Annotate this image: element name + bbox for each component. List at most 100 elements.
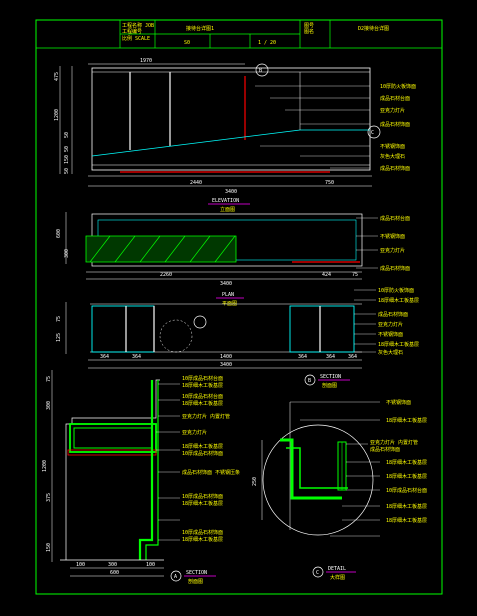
- detail-c-callout-3: 亚克力灯片 内置灯管: [370, 439, 418, 446]
- section-b-dim-1: 364: [100, 354, 109, 360]
- section-b-dim-2: 364: [132, 354, 141, 360]
- sheet-border: [35, 19, 443, 595]
- plan-drawing: [65, 212, 378, 280]
- section-a-callout-6: 亚克力灯片: [182, 429, 207, 436]
- elevation-left-dim-2: 1200: [54, 109, 60, 121]
- drawing-name: D2接待台详图: [358, 25, 389, 32]
- plan-callout-1: 成品石材台面: [380, 215, 410, 222]
- elevation-left-dim-3: 50: [64, 132, 70, 138]
- plan-left-dim-1: 600: [56, 229, 62, 238]
- section-a-callout-12: 10厚成品石材饰面: [182, 529, 223, 536]
- section-a-subtitle: 剖面图: [188, 578, 203, 585]
- section-a-callout-11: 18厚细木工板基层: [182, 500, 223, 507]
- plan-callout-3: 亚克力灯片: [380, 247, 405, 254]
- title-block: [36, 20, 442, 49]
- section-b-callout-7: 灰色大理石: [378, 349, 403, 356]
- elevation-drawing: [59, 63, 381, 187]
- section-b-callout-6: 18厚细木工板基层: [378, 341, 419, 348]
- elevation-callout-2: 成品石材台面: [380, 95, 410, 102]
- elevation-dim-750: 750: [325, 180, 334, 186]
- elevation-top-dim: 1970: [140, 58, 152, 64]
- plan-title: PLAN: [222, 292, 234, 298]
- drawing-sub-label: 图名: [304, 28, 314, 35]
- section-a-left-dim-4: 375: [46, 493, 52, 502]
- section-a-left-dim-5: 150: [46, 543, 52, 552]
- section-b-callout-4: 亚克力灯片: [378, 321, 403, 328]
- elevation-callout-6: 灰色大理石: [380, 153, 405, 160]
- section-b-title: SECTION: [320, 374, 341, 380]
- elevation-dim-2440: 2440: [190, 180, 202, 186]
- elevation-marker-b: B: [259, 68, 262, 74]
- detail-c-callout-2: 18厚细木工板基层: [386, 417, 427, 424]
- section-a-left-dim-1: 75: [46, 376, 52, 382]
- section-a-left-dim-3: 1200: [42, 460, 48, 472]
- section-b-callout-1: 10厚防火板饰面: [378, 287, 414, 294]
- section-b-total-dim: 3400: [220, 362, 232, 368]
- section-b-dim-3: 1400: [220, 354, 232, 360]
- section-a-left-dim-2: 300: [46, 401, 52, 410]
- detail-c-subtitle: 大样图: [330, 574, 345, 581]
- section-b-left-dim-1: 75: [56, 316, 62, 322]
- plan-total-dim: 3400: [220, 281, 232, 287]
- section-b-marker-circle: [304, 374, 316, 386]
- elevation-callout-1: 10厚防火板饰面: [380, 83, 416, 90]
- elevation-left-dim-4: 50: [64, 146, 70, 152]
- detail-c-callout-5: 18厚细木工板基层: [386, 459, 427, 466]
- detail-c-callout-9: 18厚细木工板基层: [386, 517, 427, 524]
- section-a-callout-9: 成品石材饰面 不锈钢压条: [182, 469, 240, 476]
- elevation-left-dim-1: 475: [54, 72, 60, 81]
- elevation-title: ELEVATION: [212, 198, 239, 204]
- section-a-drawing: [51, 370, 180, 577]
- elevation-left-dim-5: 150: [64, 155, 70, 164]
- plan-left-dim-2: 300: [64, 249, 70, 258]
- detail-c-marker-circle: [312, 566, 324, 578]
- section-a-dim-1: 100: [76, 562, 85, 568]
- detail-c-drawing: [261, 401, 380, 537]
- plan-dim-2260: 2260: [160, 272, 172, 278]
- section-b-marker: B: [308, 378, 311, 384]
- section-b-callout-2: 18厚细木工板基层: [378, 297, 419, 304]
- section-a-total-dim: 600: [110, 570, 119, 576]
- project-name: 接待台详图1: [186, 25, 214, 32]
- plan-dim-424: 424: [322, 272, 331, 278]
- section-b-callout-5: 不锈钢饰面: [378, 331, 403, 338]
- section-a-callout-8: 10厚成品石材饰面: [182, 450, 223, 457]
- elevation-callout-4: 成品石材饰面: [380, 121, 410, 128]
- section-a-dim-2: 300: [108, 562, 117, 568]
- detail-c-callout-7: 10厚成品石材台面: [386, 487, 427, 494]
- detail-c-callout-1: 不锈钢饰面: [386, 399, 411, 406]
- section-a-callout-10: 10厚成品石材饰面: [182, 493, 223, 500]
- detail-c-marker: C: [316, 570, 319, 576]
- elevation-callout-7: 成品石材饰面: [380, 165, 410, 172]
- section-a-title: SECTION: [186, 570, 207, 576]
- section-a-callout-3: 10厚成品石材台面: [182, 393, 223, 400]
- plan-callout-2: 不锈钢饰面: [380, 233, 405, 240]
- elevation-subtitle: 立面图: [220, 206, 235, 213]
- section-b-left-dim-2: 125: [56, 333, 62, 342]
- section-a-callout-7: 18厚细木工板基层: [182, 443, 223, 450]
- section-a-callout-5: 亚克力灯片 内置灯管: [182, 413, 230, 420]
- detail-c-callout-4: 成品石材饰面: [370, 446, 400, 453]
- project-sub-label: 工程编号: [122, 28, 142, 35]
- section-b-subtitle: 剖面图: [322, 382, 337, 389]
- scale-code: S0: [184, 40, 190, 46]
- detail-c-callout-6: 18厚细木工板基层: [386, 473, 427, 480]
- section-b-dim-5: 364: [326, 354, 335, 360]
- section-b-drawing: [65, 289, 376, 369]
- section-a-callout-13: 18厚细木工板基层: [182, 536, 223, 543]
- section-a-marker: A: [174, 574, 177, 580]
- section-a-callout-1: 10厚成品石材台面: [182, 375, 223, 382]
- elevation-callout-3: 亚克力灯片: [380, 107, 405, 114]
- section-a-dim-3: 100: [146, 562, 155, 568]
- detail-c-title: DETAIL: [328, 566, 346, 572]
- section-a-marker-circle: [170, 570, 182, 582]
- detail-c-callout-8: 18厚细木工板基层: [386, 503, 427, 510]
- elevation-callout-5: 不锈钢饰面: [380, 143, 405, 150]
- section-b-dim-4: 364: [298, 354, 307, 360]
- plan-callout-4: 成品石材饰面: [380, 265, 410, 272]
- scale-value: 1 / 20: [258, 40, 276, 46]
- elevation-total-dim: 3400: [225, 189, 237, 195]
- scale-label: 比例 SCALE: [122, 35, 150, 42]
- section-a-callout-4: 18厚细木工板基层: [182, 400, 223, 407]
